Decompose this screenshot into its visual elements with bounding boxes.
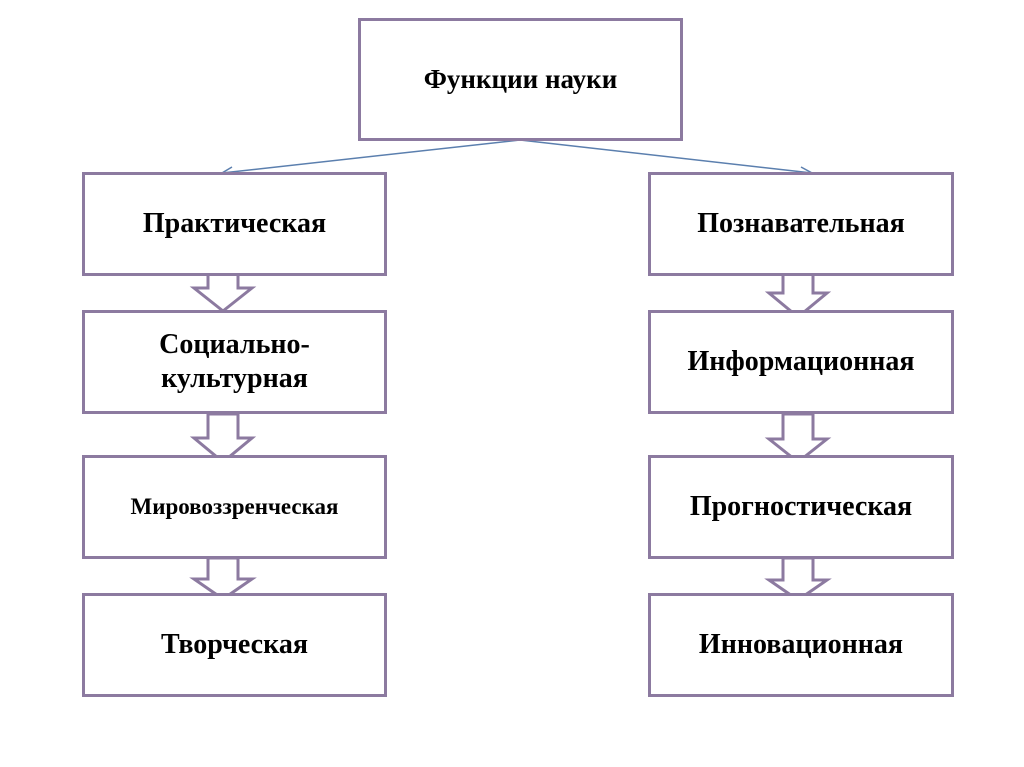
right-node-prognostic-label: Прогностическая bbox=[689, 491, 913, 523]
left-node-sociocultural-label: Социально- культурная bbox=[159, 329, 310, 394]
left-node-creative-label: Творческая bbox=[161, 629, 308, 661]
right-node-informational-label: Информационная bbox=[687, 346, 915, 378]
down-arrow-left-1 bbox=[189, 268, 257, 313]
left-node-practical: Практическая bbox=[82, 172, 387, 276]
connector-left bbox=[221, 139, 521, 174]
down-arrow-right-3 bbox=[764, 556, 832, 602]
root-node: Функции науки bbox=[358, 18, 683, 141]
right-node-cognitive-label: Познавательная bbox=[697, 208, 905, 240]
left-node-sociocultural: Социально- культурная bbox=[82, 310, 387, 414]
down-arrow-left-3 bbox=[189, 556, 257, 601]
right-node-cognitive: Познавательная bbox=[648, 172, 954, 276]
left-node-creative: Творческая bbox=[82, 593, 387, 697]
connector-right bbox=[519, 139, 813, 174]
right-node-prognostic: Прогностическая bbox=[648, 455, 954, 559]
right-node-informational: Информационная bbox=[648, 310, 954, 414]
left-node-worldview-label: Мировоззренческая bbox=[130, 494, 339, 520]
down-arrow-left-2 bbox=[189, 412, 257, 464]
down-arrow-right-2 bbox=[764, 412, 832, 464]
left-node-worldview: Мировоззренческая bbox=[82, 455, 387, 559]
root-node-label: Функции науки bbox=[423, 64, 618, 95]
right-node-innovative-label: Инновационная bbox=[698, 629, 904, 661]
right-node-innovative: Инновационная bbox=[648, 593, 954, 697]
left-node-practical-label: Практическая bbox=[142, 208, 327, 240]
